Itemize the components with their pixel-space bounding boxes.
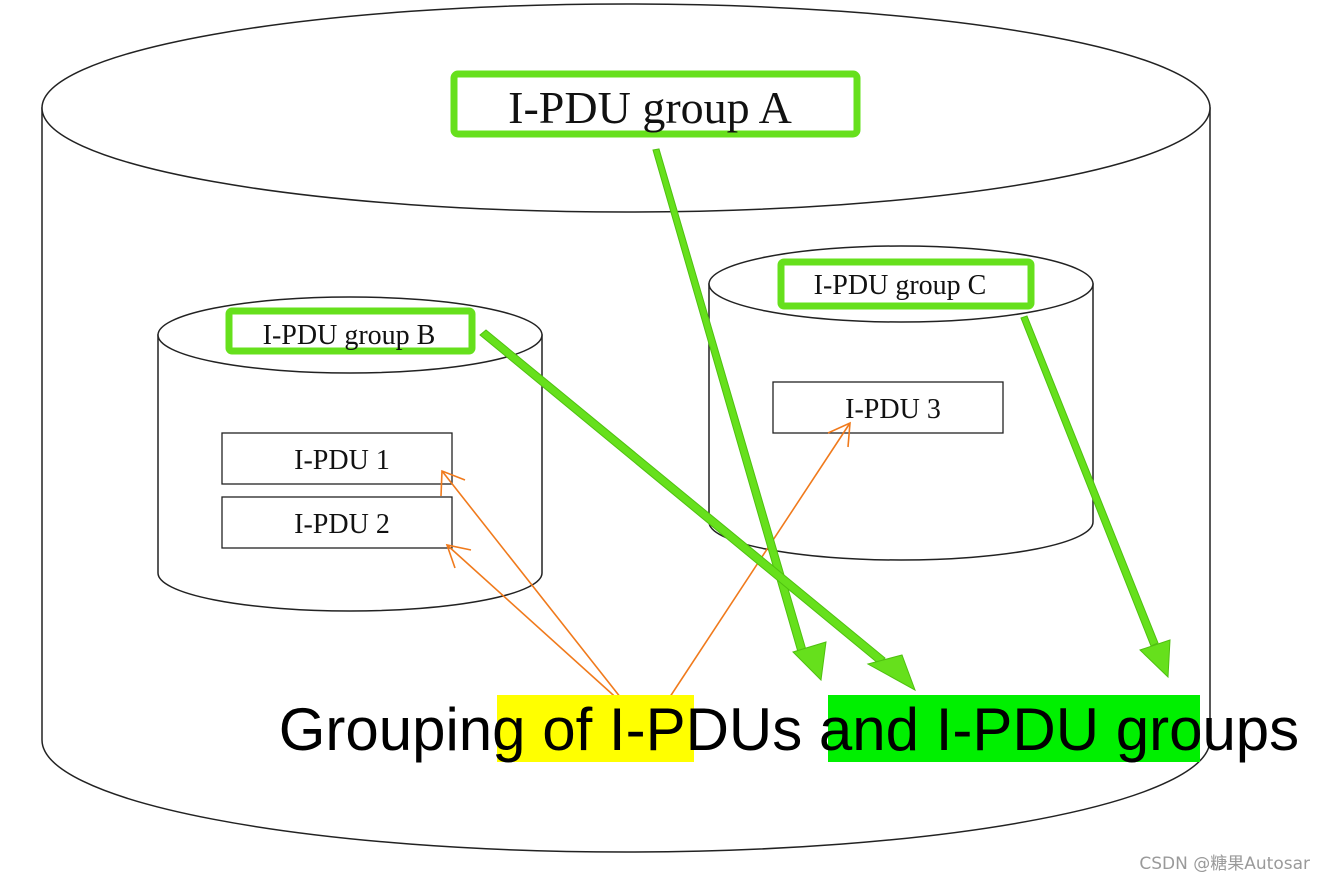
caption-green-highlight [828,695,1200,762]
group-a-label-box: I-PDU group A [450,70,861,138]
orange-arrows [440,421,851,713]
pdu-3-box: I-PDU 3 [772,381,1004,434]
pdu-3-label: I-PDU 3 [845,394,941,425]
group-b-label: I-PDU group B [263,320,436,351]
green-arrow-to-group-a [652,148,827,682]
caption-middle: and [802,696,935,763]
green-arrow-to-group-b [479,329,916,692]
pdu-2-box: I-PDU 2 [221,496,453,549]
pdu-1-label: I-PDU 1 [294,445,390,476]
caption-yellow-highlight [497,695,694,762]
caption-highlight-groups: I-PDU groups [936,696,1299,763]
caption-prefix: Grouping of [279,696,609,763]
group-b-label-box: I-PDU group B [225,307,476,355]
green-arrow-to-group-c [1020,315,1171,679]
group-c-label-box: I-PDU group C [777,258,1035,310]
orange-arrow-to-pdu-1 [440,469,633,713]
pdu-1-box: I-PDU 1 [221,432,453,485]
pdu-2-label: I-PDU 2 [294,509,390,540]
caption-highlight-ipdus: I-PDUs [609,696,802,763]
watermark: CSDN @糖果Autosar [1139,854,1310,874]
caption: Grouping of I-PDUs and I-PDU groups [162,695,1326,763]
caption-text: Grouping of I-PDUs and I-PDU groups [162,696,1326,763]
green-arrows [479,148,1171,692]
group-c-label: I-PDU group C [814,270,987,301]
group-a-label: I-PDU group A [508,82,792,133]
orange-arrow-to-pdu-2 [445,543,633,713]
orange-arrow-to-pdu-3 [659,421,851,713]
